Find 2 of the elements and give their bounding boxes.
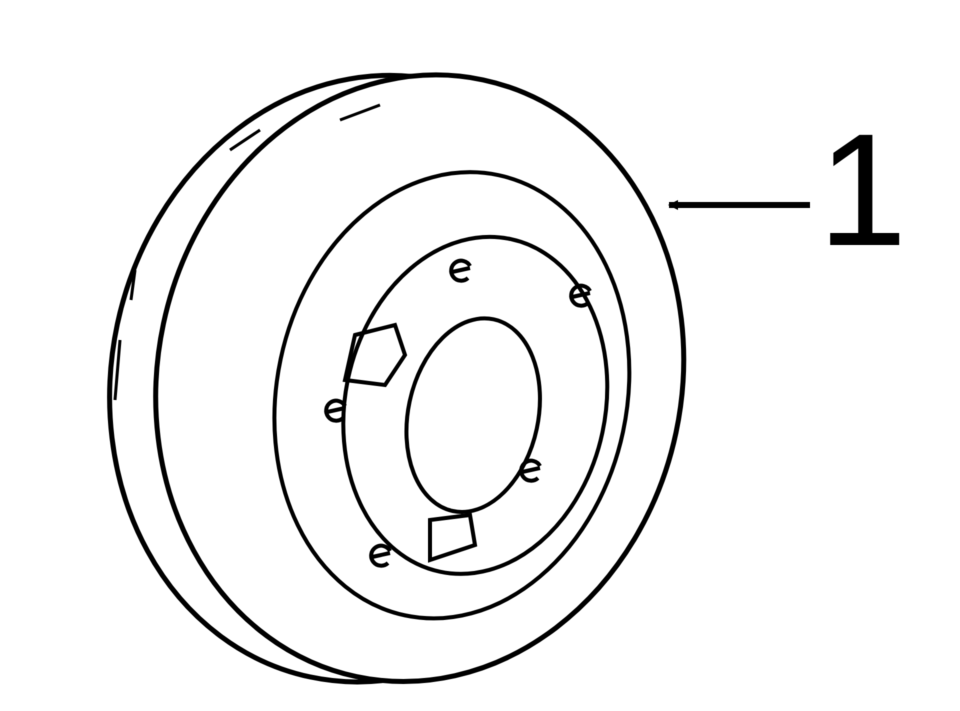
callout-number: 1: [818, 110, 907, 270]
leader-arrow: [668, 200, 810, 210]
